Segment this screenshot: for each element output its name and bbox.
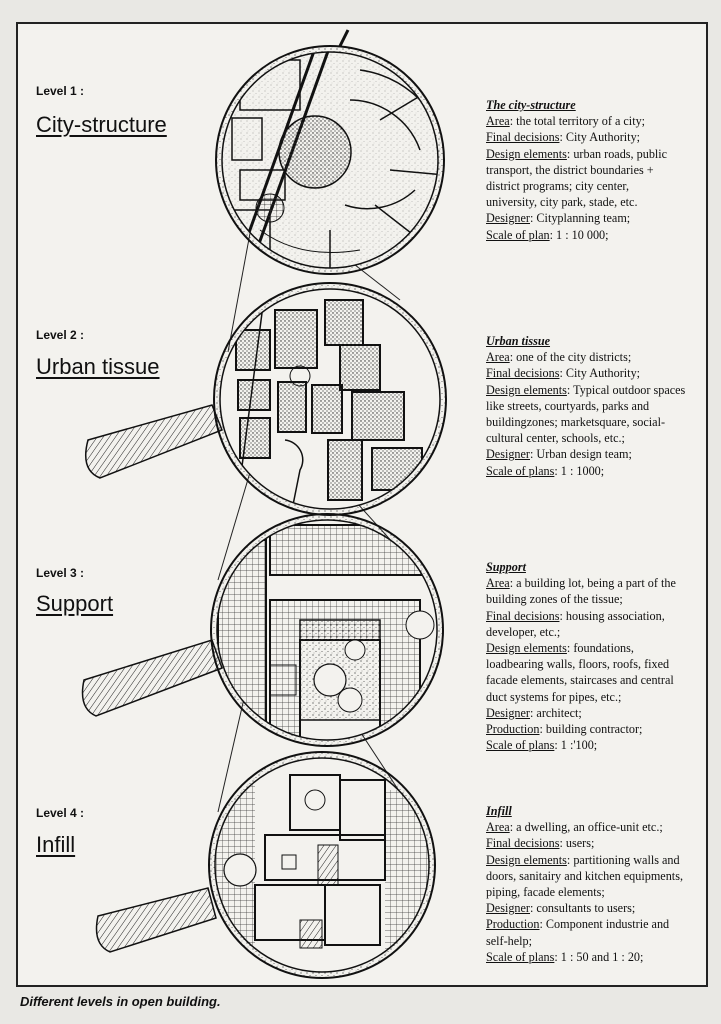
lens-city-structure xyxy=(200,30,460,280)
lens-support xyxy=(83,514,451,755)
lens-urban-tissue xyxy=(86,280,450,520)
figure-caption: Different levels in open building. xyxy=(20,994,221,1009)
lens-infill xyxy=(97,752,441,978)
